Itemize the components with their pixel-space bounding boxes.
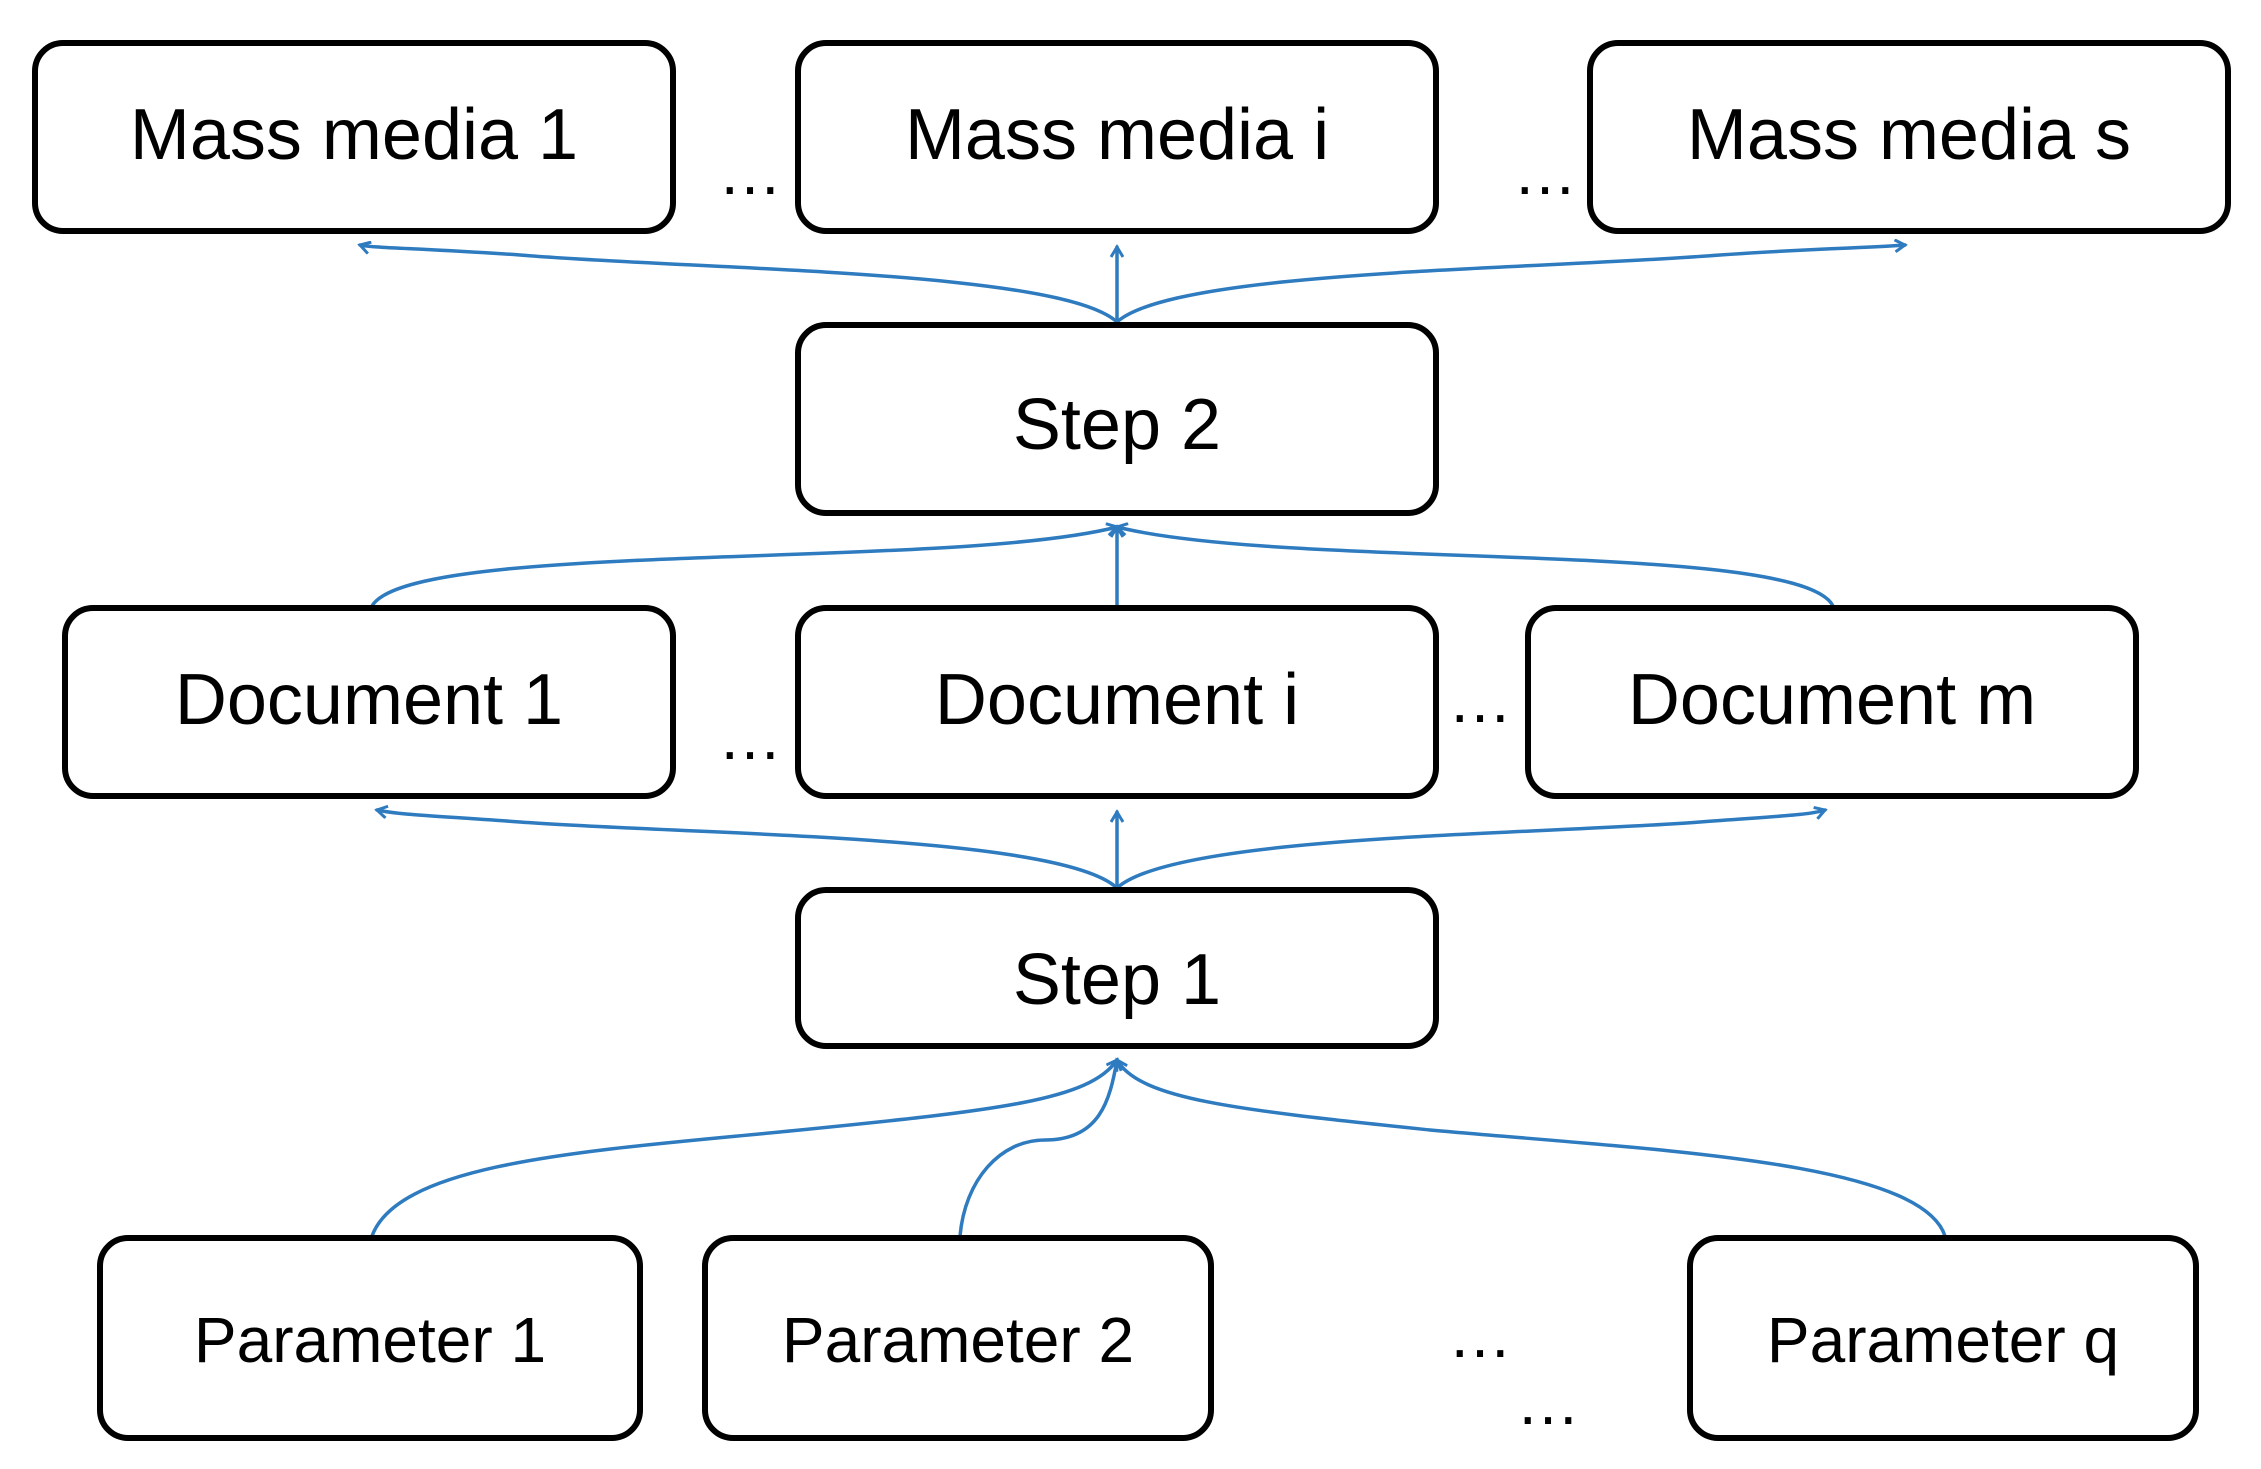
document-i-box: Document i: [795, 605, 1439, 799]
step-2-label: Step 2: [1013, 385, 1221, 465]
mass-media-i-box: Mass media i: [795, 40, 1439, 234]
arrow-document-1-to-step2: [370, 527, 1117, 608]
document-1-label: Document 1: [175, 660, 563, 740]
connectors-documents-to-step2: [370, 527, 1835, 608]
arrow-step2-to-mass-media-s: [1115, 245, 1905, 324]
connectors-step2-to-mass-media: [360, 245, 1905, 324]
step-1-label: Step 1: [1013, 940, 1221, 1020]
connectors-parameters-to-step1: [370, 1060, 1947, 1238]
ellipsis-documents-left: …: [718, 701, 782, 773]
mass-media-1-box: Mass media 1: [32, 40, 676, 234]
document-i-label: Document i: [935, 660, 1299, 740]
parameter-1-box: Parameter 1: [97, 1235, 643, 1441]
arrow-step1-to-document-m: [1115, 810, 1825, 890]
mass-media-1-label: Mass media 1: [130, 95, 578, 175]
step-2-box: Step 2: [795, 322, 1439, 516]
parameter-q-label: Parameter q: [1767, 1304, 2119, 1376]
arrow-step1-to-document-1: [377, 810, 1119, 890]
mass-media-s-label: Mass media s: [1687, 95, 2131, 175]
arrow-step2-to-mass-media-1: [360, 245, 1119, 324]
arrow-document-m-to-step2: [1117, 527, 1835, 608]
mass-media-i-label: Mass media i: [905, 95, 1329, 175]
ellipsis-mass-media-right: …: [1513, 136, 1577, 208]
arrow-parameter-2-to-step1: [958, 1060, 1117, 1238]
arrow-parameter-1-to-step1: [370, 1060, 1119, 1238]
ellipsis-parameters-upper: …: [1448, 1299, 1512, 1371]
parameter-q-box: Parameter q: [1687, 1235, 2199, 1441]
parameter-2-label: Parameter 2: [782, 1304, 1134, 1376]
parameter-1-label: Parameter 1: [194, 1304, 546, 1376]
step-1-box: Step 1: [795, 887, 1439, 1049]
document-1-box: Document 1: [62, 605, 676, 799]
mass-media-s-box: Mass media s: [1587, 40, 2231, 234]
connectors-step1-to-documents: [377, 810, 1825, 890]
ellipsis-parameters-lower: …: [1516, 1366, 1580, 1438]
ellipsis-group: … … … … … …: [718, 136, 1580, 1438]
document-m-label: Document m: [1628, 660, 2036, 740]
ellipsis-documents-right: …: [1448, 664, 1512, 736]
arrow-parameter-q-to-step1: [1115, 1060, 1947, 1238]
ellipsis-mass-media-left: …: [718, 136, 782, 208]
document-m-box: Document m: [1525, 605, 2139, 799]
parameter-2-box: Parameter 2: [702, 1235, 1214, 1441]
